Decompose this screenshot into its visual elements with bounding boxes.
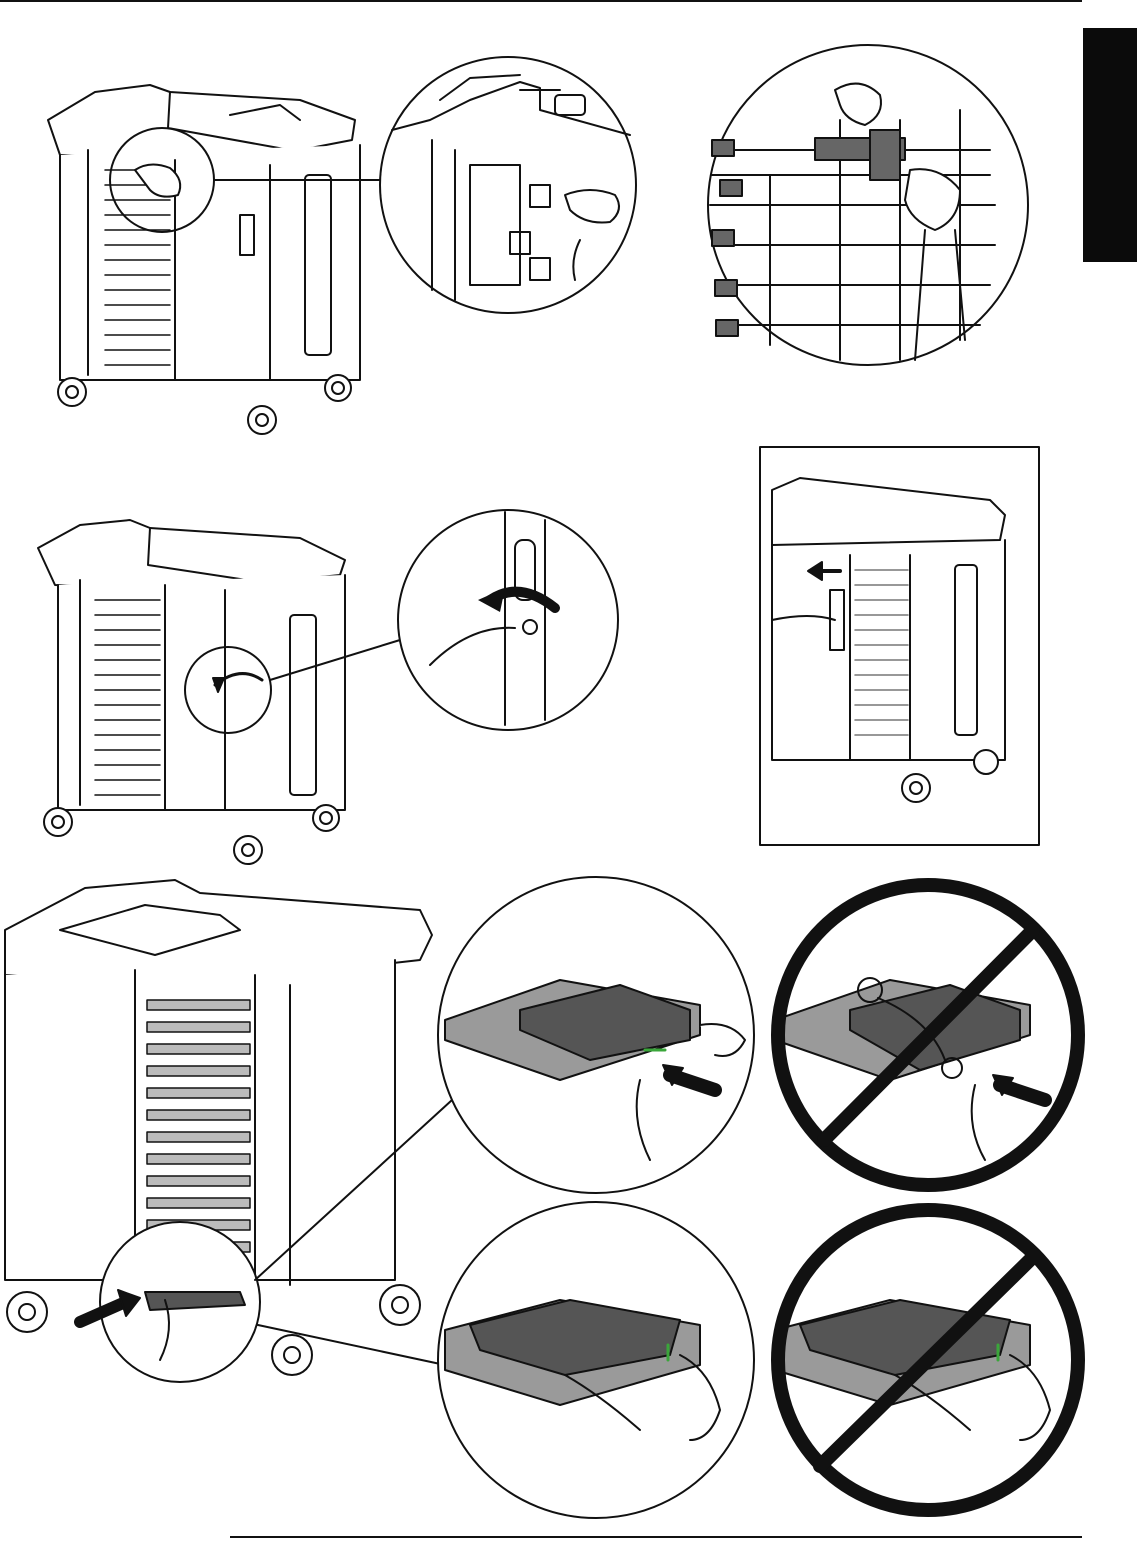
step-insert-tablet-correct xyxy=(438,1202,754,1518)
detail-key-turn xyxy=(398,510,618,730)
detail-cord-routing xyxy=(708,45,1028,365)
step-unlock-door-with-key xyxy=(38,520,400,864)
step-slide-door-open xyxy=(760,447,1039,845)
step-plug-in-power-cord xyxy=(48,85,385,434)
step-insert-tablet-incorrect xyxy=(775,1210,1078,1510)
step-insert-device-incorrect xyxy=(775,885,1078,1185)
step-insert-device-correct xyxy=(438,877,754,1193)
detail-plug-outlet xyxy=(380,57,636,313)
step-insert-device-cart xyxy=(5,880,452,1382)
